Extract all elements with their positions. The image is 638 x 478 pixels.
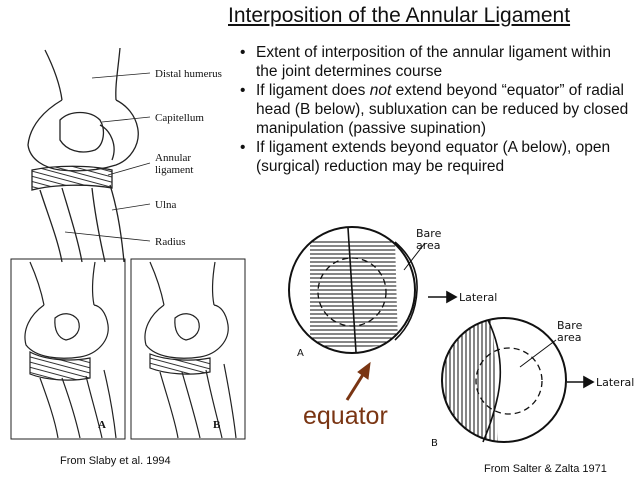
label-ulna: Ulna: [155, 199, 177, 211]
label-distal-humerus: Distal humerus: [155, 68, 222, 80]
lateral-arrows: [428, 290, 595, 389]
bare-area-b-line1: Bare: [557, 319, 583, 332]
label-capitellum: Capitellum: [155, 112, 204, 124]
bullet-item: If ligament does not extend beyond “equa…: [240, 81, 632, 138]
label-annular-1: Annular: [155, 152, 191, 164]
bullet-text: extend beyond “equator” of radial head (…: [256, 82, 629, 137]
bullet-item: Extent of interposition of the annular l…: [240, 43, 632, 81]
bare-area-a-line1: Bare: [416, 227, 442, 240]
lateral-label-a: Lateral: [459, 291, 497, 304]
bullet-text: Extent of interposition of the annular l…: [256, 44, 611, 80]
bullet-emphasis: not: [369, 82, 392, 99]
anatomy-leader-lines: [64, 72, 151, 242]
radial-head-a: [288, 226, 426, 354]
elbow-main-drawing: [27, 47, 139, 263]
label-radius: Radius: [155, 236, 186, 248]
equator-label: equator: [303, 402, 388, 430]
bare-area-a-line2: area: [416, 239, 441, 252]
bullet-text: If ligament does: [256, 82, 370, 99]
lateral-label-b: Lateral: [596, 376, 634, 389]
bullet-item: If ligament extends beyond equator (A be…: [240, 138, 632, 176]
panel-a-letter: A: [98, 419, 106, 431]
bullet-text: If ligament extends beyond equator (A be…: [256, 139, 611, 175]
credit-salter-zalta: From Salter & Zalta 1971: [484, 463, 607, 475]
slide-title: Interposition of the Annular Ligament: [228, 4, 571, 27]
credit-slaby: From Slaby et al. 1994: [60, 455, 171, 467]
radial-head-b: [441, 317, 567, 443]
radial-head-a-letter: A: [297, 348, 304, 359]
equator-arrow: [345, 361, 371, 401]
radial-head-b-letter: B: [431, 438, 438, 449]
panel-b: B: [130, 258, 246, 440]
label-annular-2: ligament: [155, 164, 194, 176]
panel-a: A: [10, 258, 126, 440]
bare-area-b-line2: area: [557, 331, 582, 344]
panel-b-letter: B: [213, 419, 221, 431]
bullet-list: Extent of interposition of the annular l…: [240, 43, 632, 176]
